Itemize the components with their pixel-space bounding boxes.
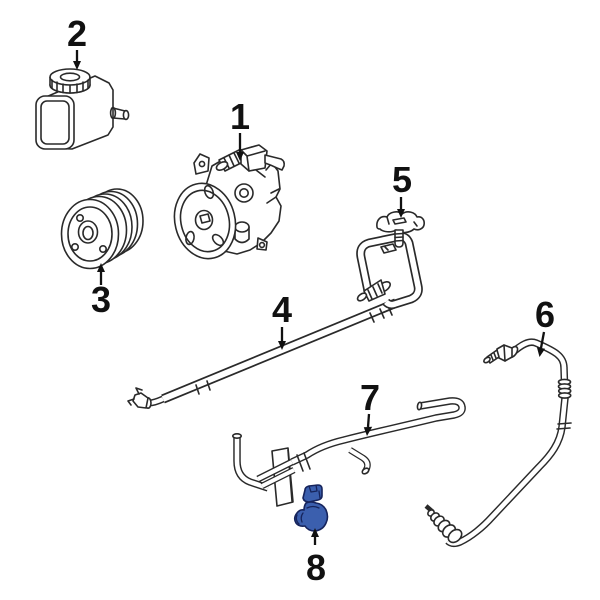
reservoir-front-face: [35, 95, 75, 150]
callout-5-arrowhead: [397, 209, 405, 218]
hose-clip-drawing: [293, 484, 329, 532]
hose-pipe-drawing: [232, 397, 466, 507]
callout-5-label: 5: [392, 159, 412, 200]
callout-2-label: 2: [67, 13, 87, 54]
callout-5: 5: [392, 159, 412, 218]
pulley-drawing: [60, 188, 144, 270]
callout-6-arrowhead: [536, 347, 546, 357]
callout-1-label: 1: [230, 96, 250, 137]
clamp-bracket-drawing: [376, 211, 425, 248]
reservoir-drawing: [35, 68, 130, 150]
callout-6-label: 6: [535, 294, 555, 335]
return-hose-drawing: [424, 338, 572, 548]
pressure-hose-drawing: [127, 232, 423, 409]
callout-3: 3: [91, 263, 111, 320]
callout-4: 4: [272, 289, 292, 350]
reservoir-cap: [49, 68, 91, 86]
callout-1-arrowhead: [236, 152, 244, 161]
callout-2-arrowhead: [73, 61, 81, 70]
callout-4-label: 4: [272, 289, 292, 330]
pipe-open-end: [232, 432, 243, 439]
callout-6: 6: [535, 294, 555, 357]
callouts: 1 2 3 4 5 6 7: [67, 13, 555, 588]
callout-1: 1: [230, 96, 250, 161]
callout-4-arrowhead: [278, 341, 286, 350]
callout-7-label: 7: [360, 377, 380, 418]
callout-7: 7: [360, 377, 380, 436]
clamp-bolt: [394, 229, 404, 248]
return-hose-ribbed-end: [424, 504, 463, 544]
callout-3-arrowhead: [97, 263, 105, 272]
callout-8-arrowhead: [311, 528, 319, 537]
loop-tab: [380, 243, 397, 254]
pump-drawing: [173, 144, 285, 260]
reservoir-spout: [122, 109, 130, 121]
pulley-hub: [77, 220, 99, 244]
pump-port: [234, 183, 254, 203]
callout-7-arrowhead: [363, 426, 373, 436]
callout-8: 8: [306, 528, 326, 588]
callout-3-label: 3: [91, 279, 111, 320]
callout-8-label: 8: [306, 547, 326, 588]
hose-clip-body: [293, 501, 329, 532]
callout-2: 2: [67, 13, 87, 70]
